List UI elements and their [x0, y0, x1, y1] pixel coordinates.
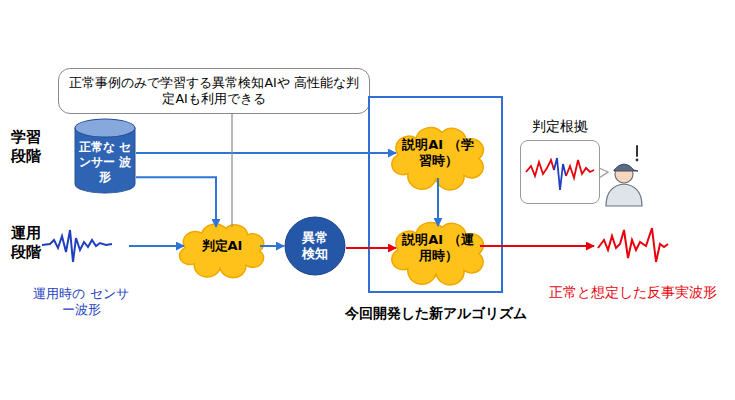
- waveform-label: 運用時の センサー波形: [33, 286, 129, 319]
- callout-text: 正常事例のみで学習する異常検知AIや 高性能な判定AIも利用できる: [69, 75, 359, 106]
- flow-arrow: [260, 245, 284, 247]
- bubble-tail: [599, 168, 608, 178]
- ai-label: 説明AI （学習時）: [398, 137, 478, 170]
- cloud-outline: [392, 128, 484, 190]
- callout-pointer: [231, 114, 232, 227]
- ai-cloud: 説明AI （運用時）: [388, 220, 488, 276]
- input-waveform: 運用時の センサー波形: [33, 222, 129, 318]
- circle-outline: [285, 217, 345, 275]
- person-cap: [614, 164, 638, 171]
- surprise-mark: [636, 159, 639, 162]
- flow-arrow: [437, 178, 439, 226]
- counterfactual-waveform: [598, 228, 668, 262]
- flow-arrow: [136, 152, 396, 154]
- output-waveform: 正常と想定した反事実波形: [594, 222, 672, 270]
- phase-label: 学習 段階: [8, 128, 44, 166]
- anomaly-circle: 異常 検知: [284, 216, 346, 276]
- surprise-mark: [636, 146, 638, 156]
- callout-box: 正常事例のみで学習する異常検知AIや 高性能な判定AIも利用できる: [58, 68, 370, 114]
- flow-arrow: [129, 245, 184, 247]
- ai-label: 説明AI （運用時）: [398, 232, 478, 265]
- algorithm-frame: 説明AI （学習時）説明AI （運用時）今回開発した新アルゴリズム: [368, 96, 503, 293]
- database-label: 正常な センサー 波形: [74, 140, 136, 185]
- connector-group: [129, 114, 594, 248]
- evidence-bubble: 判定根拠: [520, 140, 600, 204]
- flow-arrow: [480, 245, 594, 247]
- person-body: [606, 184, 642, 206]
- evidence-waveform-red: [526, 160, 554, 176]
- output-label: 正常と想定した反事実波形: [549, 284, 717, 302]
- flow-arrow: [136, 177, 216, 227]
- evidence-label: 判定根拠: [532, 118, 588, 136]
- cloud-outline: [180, 224, 264, 278]
- phase-label: 運用 段階: [8, 224, 44, 262]
- flow-arrow: [346, 247, 396, 249]
- evidence-waveform-red: [566, 160, 594, 178]
- ai-label: 判定AI: [202, 238, 243, 254]
- ai-cloud: 判定AI: [176, 222, 268, 270]
- sensor-waveform: [42, 230, 112, 262]
- anomaly-label: 異常 検知: [298, 230, 332, 263]
- ai-cloud: 説明AI （学習時）: [388, 125, 488, 181]
- cloud-outline: [392, 223, 484, 285]
- frame-caption: 今回開発した新アルゴリズム: [345, 305, 527, 323]
- database-cylinder: 正常な センサー 波形: [74, 118, 136, 194]
- evidence-waveform-blue: [554, 158, 566, 190]
- cylinder-top: [75, 119, 135, 137]
